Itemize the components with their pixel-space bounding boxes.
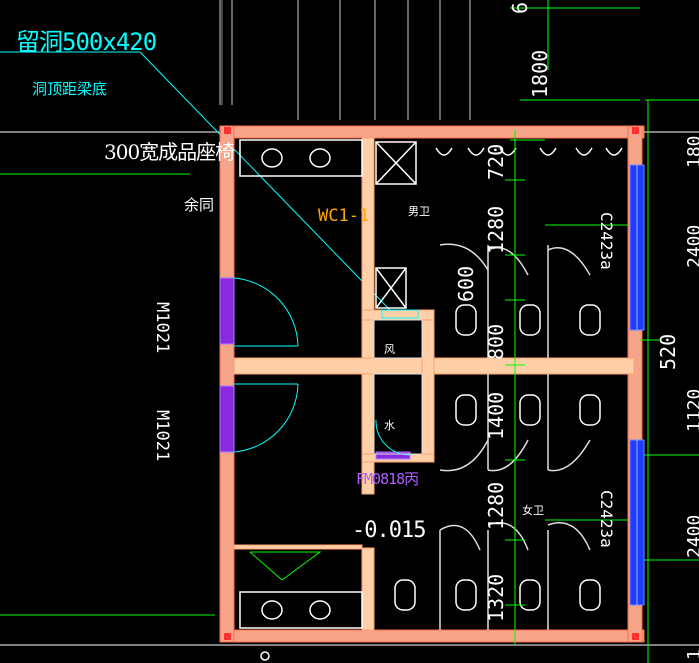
dimension-chain xyxy=(505,130,660,645)
fire-door-label: FM0818丙 xyxy=(356,470,419,488)
dim-1320: 1320 xyxy=(484,573,508,622)
stall-partitions xyxy=(439,243,591,630)
dim-right-2400-b: 2400 xyxy=(684,514,699,558)
dim-right-1: 1 xyxy=(684,649,699,660)
elevation-label: -0.015 xyxy=(352,518,426,543)
opening-label: 留洞500x420 xyxy=(16,28,157,56)
dim-800: 800 xyxy=(484,323,508,360)
window-label-lower: C2423a xyxy=(597,490,616,548)
dim-720: 720 xyxy=(484,143,508,180)
windows xyxy=(629,164,645,606)
womens-label: 女卫 xyxy=(522,504,544,517)
dim-right-2400-a: 2400 xyxy=(684,224,699,268)
corner-triangle xyxy=(249,551,322,581)
doors xyxy=(219,277,411,460)
dim-1280-b: 1280 xyxy=(484,481,508,530)
dim-6: 6 xyxy=(508,1,532,14)
toilet-fixtures xyxy=(239,139,623,661)
same-note: 余同 xyxy=(184,196,215,214)
dim-1800: 1800 xyxy=(528,49,552,98)
dim-520: 520 xyxy=(656,333,680,370)
door-label-lower: M1021 xyxy=(152,410,172,462)
dim-right-180: 180 xyxy=(684,135,699,168)
dim-600: 600 xyxy=(454,265,478,302)
bench-label: 300宽成品座椅 xyxy=(104,140,235,164)
dim-1280-a: 1280 xyxy=(484,205,508,254)
duct-water-label: 水 xyxy=(384,419,395,432)
door-label-upper: M1021 xyxy=(152,302,172,354)
dim-1400: 1400 xyxy=(484,391,508,440)
interior-partitions xyxy=(233,137,635,631)
dim-right-1120: 1120 xyxy=(684,388,699,432)
duct-wind-label: 风 xyxy=(384,343,395,356)
mens-label: 男卫 xyxy=(408,205,430,218)
room-code: WC1-1 xyxy=(318,206,370,226)
opening-note: 洞顶距梁底 xyxy=(32,80,108,98)
stair-lines xyxy=(219,0,471,120)
window-label-upper: C2423a xyxy=(597,212,616,270)
duct-shafts xyxy=(373,309,423,455)
